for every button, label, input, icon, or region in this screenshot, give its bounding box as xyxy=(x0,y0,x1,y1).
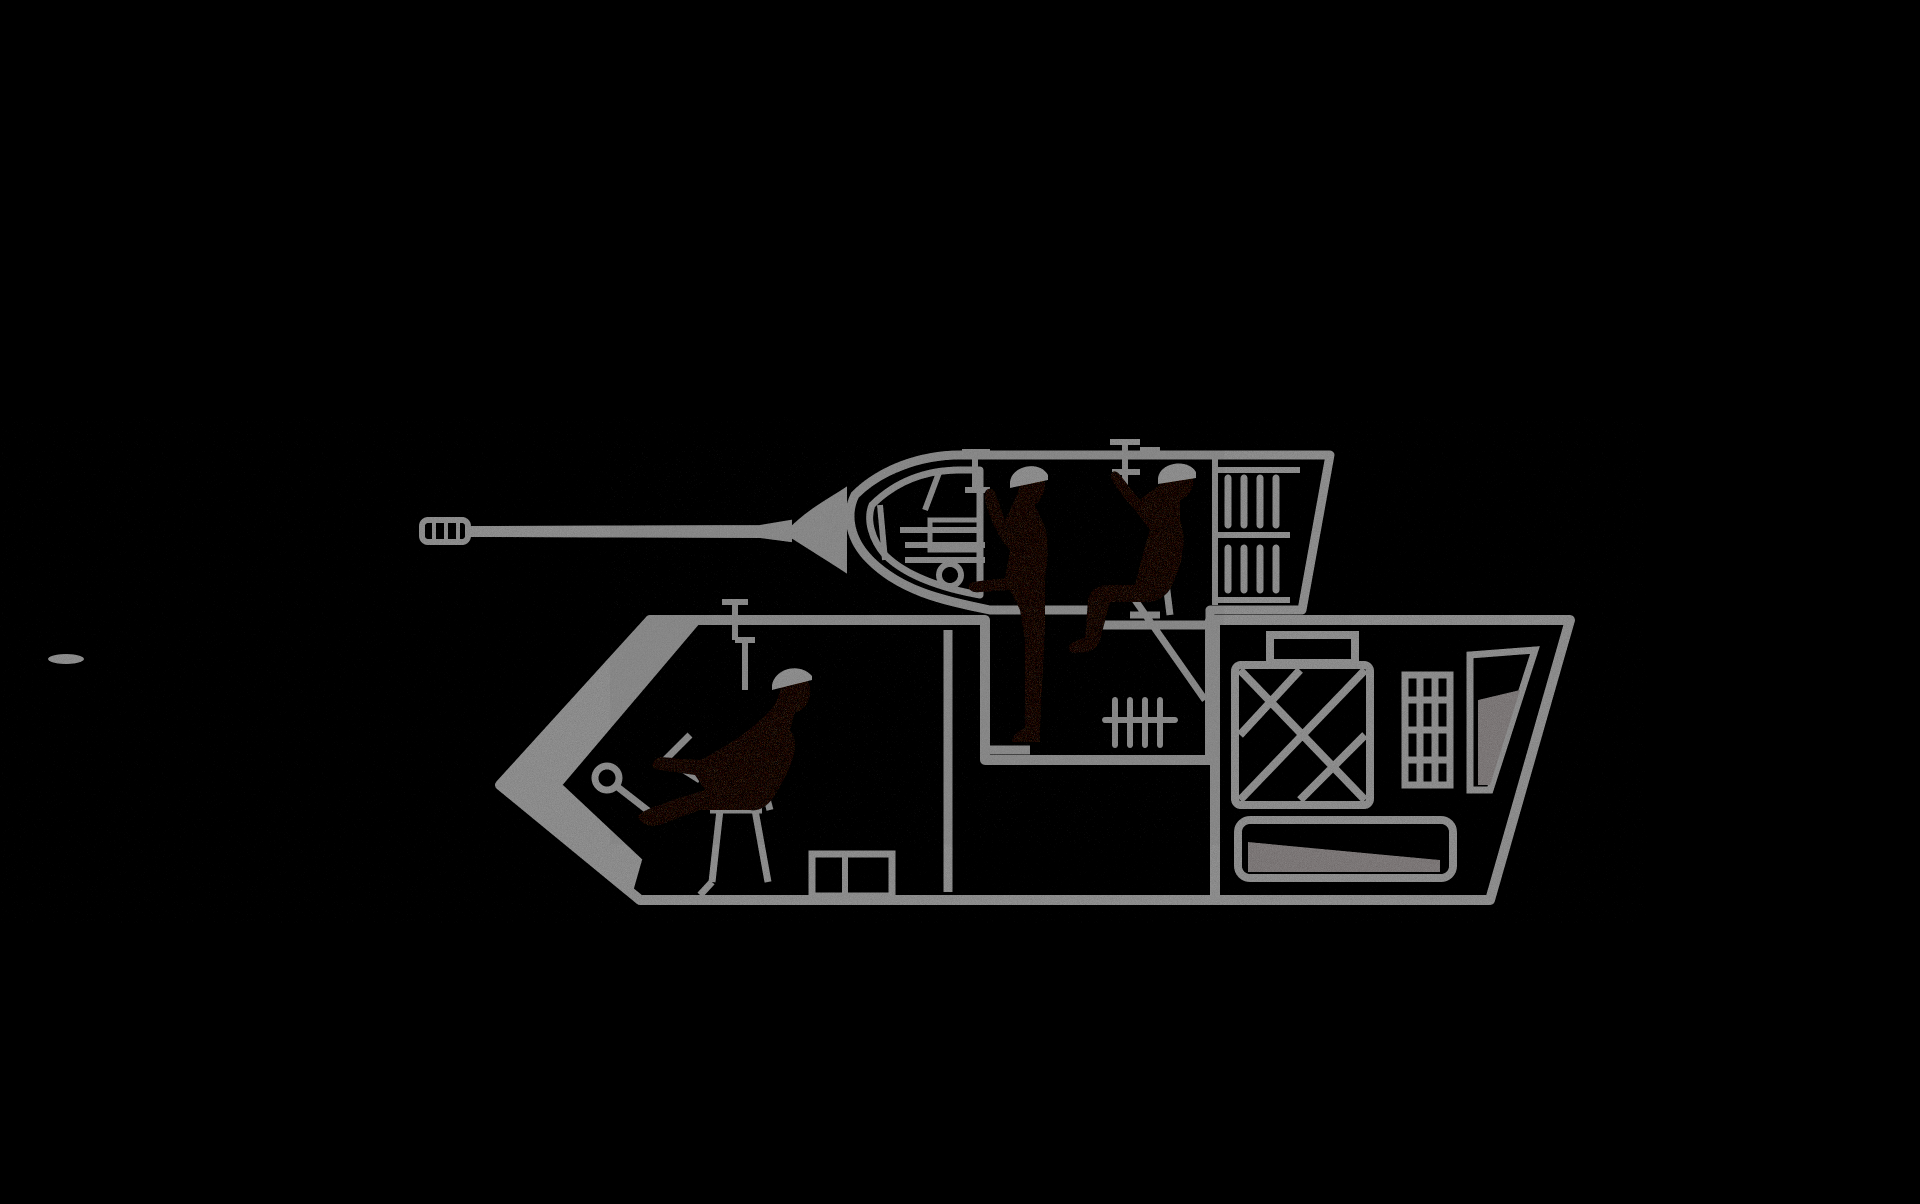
gun-barrel xyxy=(419,517,792,545)
shell-icon xyxy=(1224,474,1280,594)
rear-radiator xyxy=(1466,646,1540,794)
gunner-crew xyxy=(1068,463,1196,653)
engine-block-icon xyxy=(1231,631,1374,809)
periscope-left xyxy=(962,449,990,493)
seated-crew-icon xyxy=(1068,466,1194,653)
loader-helmet xyxy=(1010,466,1048,488)
turret-outline xyxy=(845,450,1335,630)
loader-crew xyxy=(968,466,1048,742)
gun-breech xyxy=(877,468,985,563)
gunner-helmet xyxy=(1158,463,1196,484)
driver-crew xyxy=(638,668,812,826)
radio-box xyxy=(808,850,896,900)
floor-ammo-rack xyxy=(1102,697,1178,748)
driver-periscope xyxy=(722,599,755,690)
transmission xyxy=(1401,671,1454,789)
standing-crew-icon xyxy=(968,470,1048,742)
seated-crew-icon xyxy=(638,674,811,826)
driver-helmet xyxy=(772,668,812,690)
gun-mantlet xyxy=(788,486,847,574)
front-glacis xyxy=(497,618,705,899)
stray-mark xyxy=(48,654,84,664)
fuel-tank xyxy=(1234,816,1457,882)
fuel-tank-fill xyxy=(1248,842,1440,872)
turret-ammo-rack xyxy=(1212,458,1300,605)
rear-radiator-fill xyxy=(1478,690,1520,785)
traverse-wheel xyxy=(936,561,964,589)
